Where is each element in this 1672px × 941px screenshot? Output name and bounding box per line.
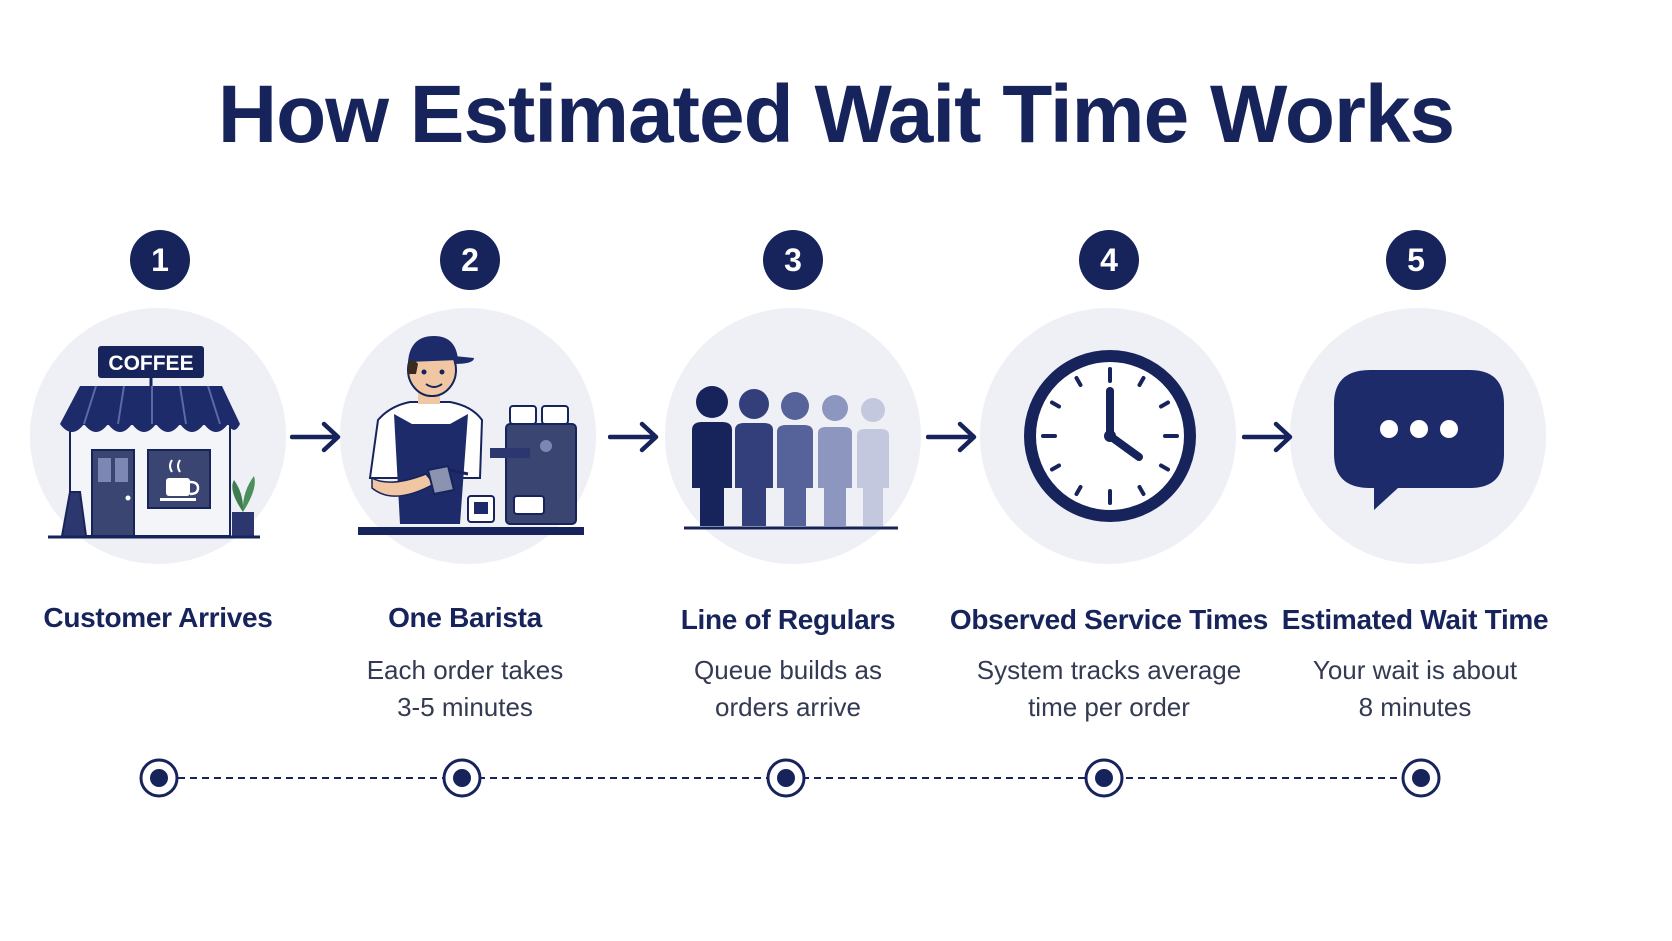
step-1-badge: 1 <box>130 230 190 290</box>
step-5-desc-line1: Your wait is about <box>1312 655 1518 685</box>
chat-bubble-icon <box>1334 370 1504 510</box>
step-3-desc-line1: Queue builds as <box>694 655 882 685</box>
step-3-desc-line2: orders arrive <box>715 692 861 722</box>
barista-icon <box>358 336 584 535</box>
step-3-badge: 3 <box>763 230 823 290</box>
arrow-3-4-icon <box>926 421 977 453</box>
timeline-node-3 <box>766 758 806 798</box>
step-4-title: Observed Service Times <box>949 604 1269 635</box>
step-2-desc-line2: 3-5 minutes <box>397 692 533 722</box>
step-5-badge: 5 <box>1386 230 1446 290</box>
timeline-node-4 <box>1084 758 1124 798</box>
arrow-2-3-icon <box>608 421 659 453</box>
timeline-node-5 <box>1401 758 1441 798</box>
clock-icon <box>1024 350 1196 522</box>
step-4-desc-line2: time per order <box>1028 692 1190 722</box>
step-5-desc: Your wait is about 8 minutes <box>1250 652 1580 726</box>
step-4-badge: 4 <box>1079 230 1139 290</box>
coffee-shop-icon: COFFEE <box>48 346 260 539</box>
queue-people-icon <box>684 386 898 530</box>
step-3-title: Line of Regulars <box>680 604 896 635</box>
arrow-1-2-icon <box>290 421 341 453</box>
step-5-desc-line2: 8 minutes <box>1358 692 1472 722</box>
timeline-node-2 <box>442 758 482 798</box>
page-title: How Estimated Wait Time Works <box>217 69 1455 160</box>
step-2-badge: 2 <box>440 230 500 290</box>
arrow-4-5-icon <box>1242 421 1293 453</box>
step-2-desc-line1: Each order takes <box>366 655 564 685</box>
step-1-title: Customer Arrives <box>43 602 273 633</box>
step-2-desc: Each order takes 3-5 minutes <box>300 652 630 726</box>
step-5-title: Estimated Wait Time <box>1281 604 1549 635</box>
step-4-desc: System tracks average time per order <box>944 652 1274 726</box>
step-3-desc: Queue builds as orders arrive <box>623 652 953 726</box>
step-2-title: One Barista <box>388 602 542 633</box>
step-4-desc-line1: System tracks average <box>976 655 1242 685</box>
timeline-node-1 <box>139 758 179 798</box>
coffee-sign-text: COFFEE <box>108 352 193 375</box>
